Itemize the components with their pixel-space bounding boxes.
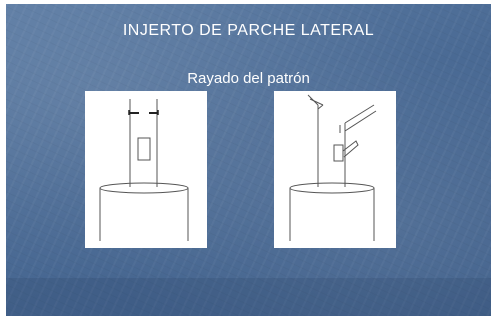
rootstock-patch-drawing-icon	[289, 94, 377, 241]
slide-subtitle: Rayado del patrón	[187, 70, 310, 87]
slide-title: INJERTO DE PARCHE LATERAL	[122, 22, 375, 39]
slide-texture	[6, 4, 491, 316]
figure-rootstock-cut	[85, 91, 207, 248]
figure-rootstock-patch	[274, 91, 396, 248]
slide-bottom-band	[6, 278, 491, 316]
rootstock-cut-drawing-icon	[99, 99, 189, 241]
presentation-slide: INJERTO DE PARCHE LATERAL Rayado del pat…	[6, 4, 491, 316]
